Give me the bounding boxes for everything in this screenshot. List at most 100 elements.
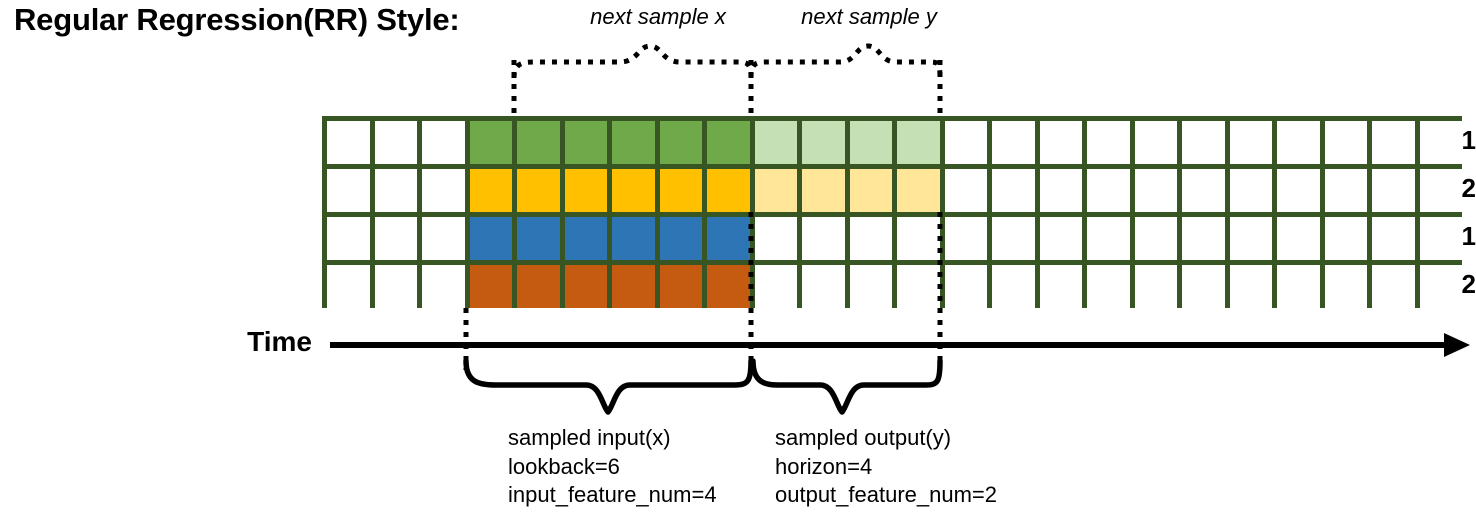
grid-cell bbox=[422, 169, 465, 212]
caption-output-horizon: horizon=4 bbox=[775, 453, 873, 479]
grid-cell bbox=[897, 121, 940, 164]
grid-cell bbox=[707, 169, 750, 212]
grid-cell bbox=[659, 265, 702, 308]
grid-cell bbox=[1372, 217, 1415, 260]
grid-cell bbox=[1372, 121, 1415, 164]
grid-cell bbox=[1324, 217, 1367, 260]
bottom-brace-input bbox=[463, 358, 754, 415]
grid-cell bbox=[422, 217, 465, 260]
grid-cell bbox=[944, 217, 987, 260]
grid-cell bbox=[1182, 265, 1225, 308]
grid-cell bbox=[1419, 217, 1462, 260]
grid-cell bbox=[992, 121, 1035, 164]
grid-cell bbox=[1134, 169, 1177, 212]
grid-cell bbox=[707, 265, 750, 308]
grid-cell bbox=[612, 169, 655, 212]
grid-cell bbox=[707, 121, 750, 164]
grid-cell bbox=[1087, 121, 1130, 164]
grid-cell bbox=[327, 217, 370, 260]
grid-cell bbox=[564, 121, 607, 164]
grid-cell bbox=[849, 217, 892, 260]
grid-cell bbox=[992, 265, 1035, 308]
grid-cell bbox=[1324, 121, 1367, 164]
grid-cell bbox=[944, 169, 987, 212]
grid-cell bbox=[1277, 121, 1320, 164]
grid-cell bbox=[1039, 217, 1082, 260]
grid-cell bbox=[659, 217, 702, 260]
grid-cell bbox=[754, 169, 797, 212]
grid-cell bbox=[944, 121, 987, 164]
grid-cell bbox=[1182, 121, 1225, 164]
grid-cell bbox=[754, 265, 797, 308]
grid-cell bbox=[1372, 169, 1415, 212]
grid-cell bbox=[1134, 265, 1177, 308]
grid-cell bbox=[659, 121, 702, 164]
grid-cell bbox=[802, 121, 845, 164]
grid-cell bbox=[992, 217, 1035, 260]
grid-cell bbox=[1229, 265, 1272, 308]
grid-cell bbox=[802, 217, 845, 260]
grid-cell bbox=[1277, 265, 1320, 308]
grid-cell bbox=[754, 121, 797, 164]
grid-cell bbox=[1372, 265, 1415, 308]
grid-cell bbox=[517, 217, 560, 260]
grid-cell bbox=[1087, 265, 1130, 308]
top-bracket-label-y: next sample y bbox=[801, 4, 937, 29]
grid-cell bbox=[707, 217, 750, 260]
grid-cell bbox=[374, 169, 417, 212]
grid-cell bbox=[469, 169, 512, 212]
grid-cell bbox=[612, 265, 655, 308]
caption-sampled-input: sampled input(x) lookback=6 input_featur… bbox=[508, 424, 717, 510]
time-axis-label: Time bbox=[247, 326, 312, 357]
grid-cell bbox=[754, 217, 797, 260]
grid-cell bbox=[897, 217, 940, 260]
grid-cell bbox=[612, 121, 655, 164]
grid-cell bbox=[469, 217, 512, 260]
grid-cell bbox=[1087, 169, 1130, 212]
caption-input-lookback: lookback=6 bbox=[508, 453, 620, 479]
grid-cell bbox=[849, 265, 892, 308]
grid-cell bbox=[1039, 169, 1082, 212]
grid-cell bbox=[612, 217, 655, 260]
top-bracket-label-x: next sample x bbox=[590, 4, 726, 29]
grid-cell bbox=[1134, 217, 1177, 260]
grid-cell bbox=[1182, 169, 1225, 212]
grid-cell bbox=[992, 169, 1035, 212]
caption-input-feature-num: input_feature_num=4 bbox=[508, 482, 717, 508]
grid-cell bbox=[422, 265, 465, 308]
grid-cell bbox=[517, 169, 560, 212]
page-title: Regular Regression(RR) Style: bbox=[14, 2, 460, 37]
grid-cell bbox=[1182, 217, 1225, 260]
grid-cell bbox=[897, 169, 940, 212]
grid-cell bbox=[1229, 217, 1272, 260]
grid-cell bbox=[1134, 121, 1177, 164]
grid-cell bbox=[1324, 265, 1367, 308]
grid-cell bbox=[374, 265, 417, 308]
grid-cell bbox=[1229, 121, 1272, 164]
grid-cell bbox=[327, 169, 370, 212]
caption-output-title: sampled output(y) bbox=[775, 425, 952, 450]
grid-cell bbox=[1277, 217, 1320, 260]
grid-cell bbox=[374, 217, 417, 260]
grid-cell bbox=[327, 121, 370, 164]
caption-input-title: sampled input(x) bbox=[508, 425, 671, 450]
grid-cell bbox=[564, 217, 607, 260]
grid-cell bbox=[1087, 217, 1130, 260]
grid-cell bbox=[1229, 169, 1272, 212]
grid-cell bbox=[802, 169, 845, 212]
grid-cell bbox=[1039, 265, 1082, 308]
grid-cell bbox=[374, 121, 417, 164]
time-axis-arrowhead bbox=[1444, 333, 1470, 357]
grid-cell bbox=[849, 121, 892, 164]
grid-cell bbox=[802, 265, 845, 308]
grid-cell bbox=[517, 265, 560, 308]
grid-cell bbox=[422, 121, 465, 164]
grid-cell bbox=[1039, 121, 1082, 164]
grid-cell bbox=[1419, 169, 1462, 212]
grid-cell bbox=[564, 265, 607, 308]
grid-cell bbox=[327, 265, 370, 308]
grid-cell bbox=[659, 169, 702, 212]
grid-cell bbox=[517, 121, 560, 164]
